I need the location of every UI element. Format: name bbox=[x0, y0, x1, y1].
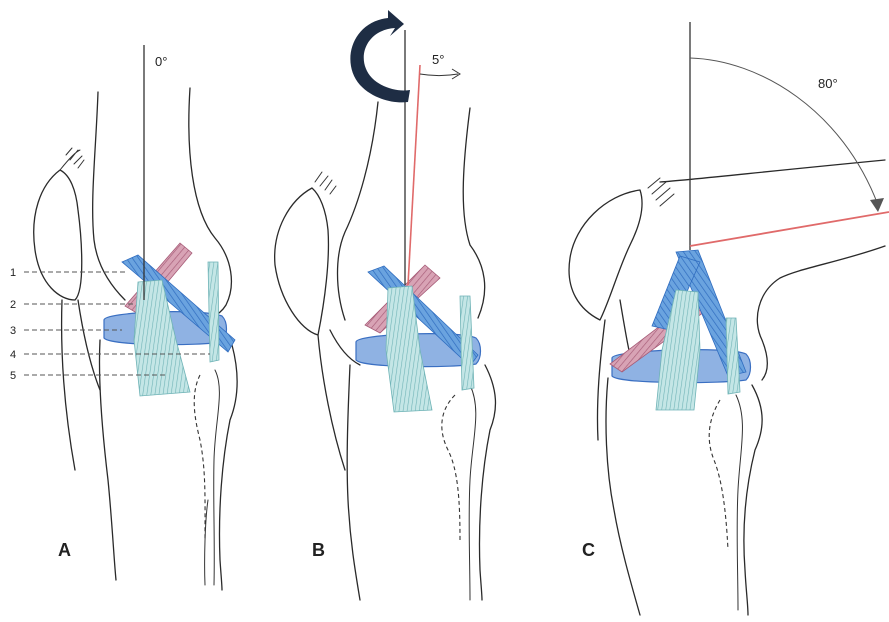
fibula-dashed-b bbox=[442, 395, 460, 540]
angle-arrow-b bbox=[420, 74, 458, 76]
fibula-outline-c bbox=[736, 395, 742, 610]
angle-arc-c bbox=[690, 58, 878, 205]
structure-number-2: 2 bbox=[10, 299, 16, 311]
structure-number-1: 1 bbox=[10, 267, 16, 279]
lateral-ligament-c bbox=[726, 318, 740, 394]
patella-outline-b bbox=[275, 188, 329, 335]
angle-label-b: 5° bbox=[432, 52, 444, 67]
fibula-dashed-a bbox=[194, 375, 205, 540]
angle-label-c: 80° bbox=[818, 76, 838, 91]
patellar-tendon-b bbox=[318, 330, 360, 470]
structure-number-4: 4 bbox=[10, 349, 16, 361]
structure-number-5: 5 bbox=[10, 370, 16, 382]
patellar-tendon-a bbox=[62, 300, 100, 470]
lateral-ligament-b bbox=[460, 296, 474, 390]
quadriceps-tendon-a bbox=[60, 148, 84, 170]
panel-label-a: A bbox=[58, 540, 71, 560]
patella-outline-a bbox=[34, 170, 82, 300]
panel-c: 80° C bbox=[569, 22, 889, 615]
fibula-outline-a bbox=[205, 370, 220, 585]
structure-number-3: 3 bbox=[10, 325, 16, 337]
rotated-axis-b bbox=[408, 65, 420, 285]
tibia-outline-c bbox=[606, 378, 762, 615]
panel-b: 5° B bbox=[275, 10, 496, 600]
quadriceps-tendon-b bbox=[315, 172, 336, 194]
patella-outline-c bbox=[569, 190, 642, 320]
fibula-outline-b bbox=[469, 385, 476, 600]
fibula-dashed-c bbox=[709, 400, 728, 550]
panel-a: 0° 1 2 3 4 5 A bbox=[10, 45, 237, 590]
rotated-axis-c bbox=[690, 212, 889, 246]
panel-label-b: B bbox=[312, 540, 325, 560]
angle-arrowhead-c bbox=[870, 198, 884, 212]
curved-rotation-arrow-icon bbox=[350, 10, 410, 102]
angle-label-a: 0° bbox=[155, 54, 167, 69]
panel-label-c: C bbox=[582, 540, 595, 560]
lateral-ligament-a bbox=[208, 262, 219, 362]
